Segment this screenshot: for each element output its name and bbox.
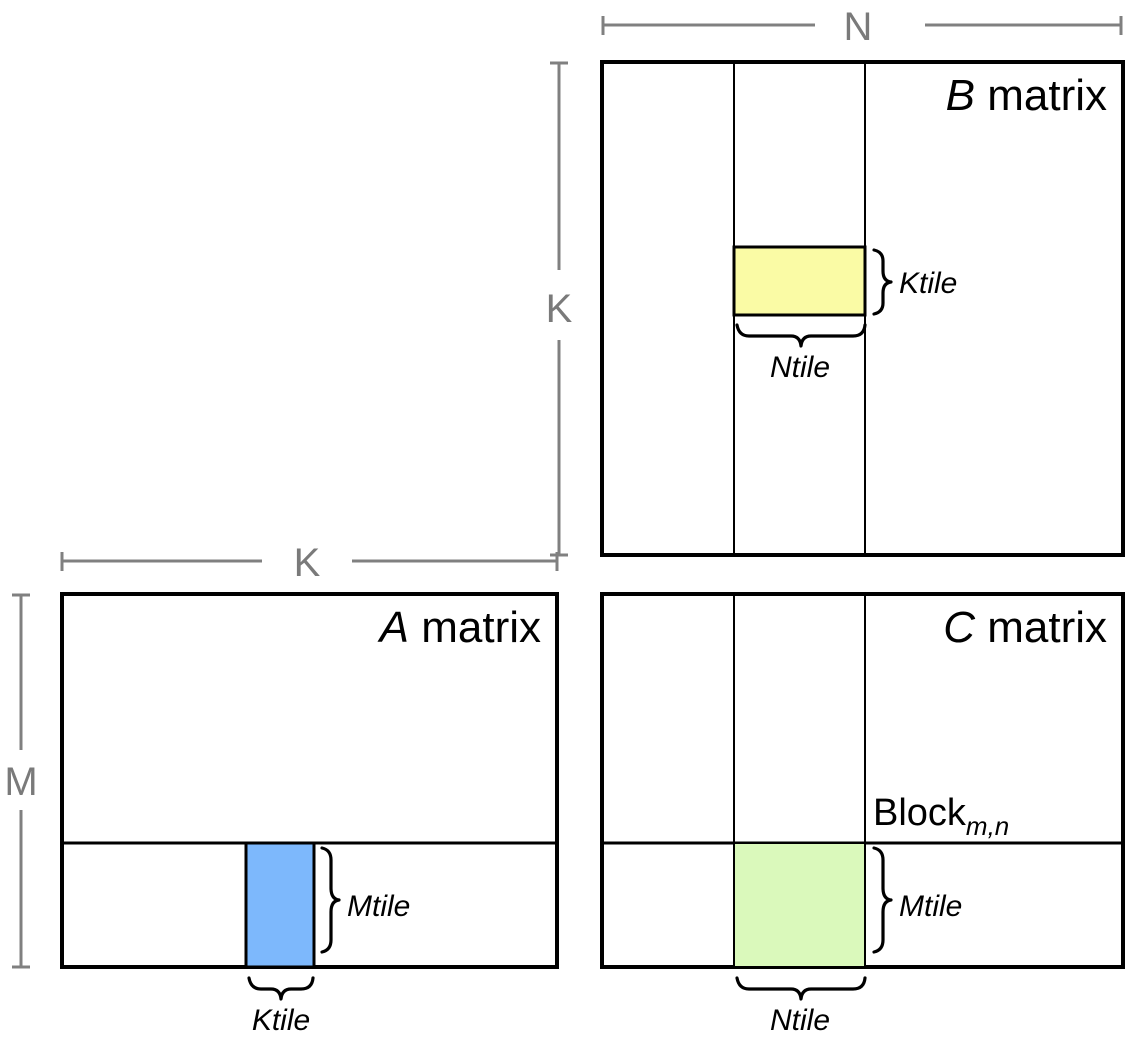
- c-matrix-label: C matrix: [943, 603, 1107, 652]
- c-matrix-block-label-main: Block: [873, 792, 967, 834]
- a-matrix-label-rest: matrix: [409, 603, 541, 652]
- dimension-m: M: [4, 593, 38, 969]
- a-matrix-mtile-label: Mtile: [347, 890, 410, 923]
- b-matrix-ntile-brace: Ntile: [735, 323, 867, 384]
- c-matrix-active-tile: [733, 842, 866, 968]
- b-matrix-ktile-brace: Ktile: [872, 248, 957, 316]
- a-matrix-label-italic: A: [377, 603, 409, 652]
- c-matrix-block-label: Blockm,n: [873, 792, 1009, 841]
- dimension-n-label: N: [844, 5, 873, 49]
- a-matrix-ktile-brace: Ktile: [247, 976, 315, 1037]
- b-matrix-active-tile: [732, 245, 867, 317]
- b-matrix-label-rest: matrix: [975, 71, 1107, 120]
- c-matrix-block-label-subscript: m,n: [966, 811, 1009, 841]
- a-matrix-mtile-brace: Mtile: [320, 846, 410, 954]
- c-matrix-ntile-label: Ntile: [770, 1004, 830, 1037]
- c-matrix-ntile-brace: Ntile: [735, 976, 867, 1037]
- dimension-k-horizontal: K: [60, 541, 559, 585]
- a-matrix-active-tile: [244, 841, 316, 969]
- dimension-n: N: [601, 5, 1123, 49]
- c-matrix-mtile-brace: Mtile: [872, 846, 962, 954]
- c-matrix-label-italic: C: [943, 603, 976, 652]
- dimension-k-vertical-label: K: [546, 287, 573, 331]
- c-matrix-label-rest: matrix: [975, 603, 1107, 652]
- dimension-k-horizontal-label: K: [294, 541, 321, 585]
- b-matrix: B matrix Ktile Ntile: [600, 60, 1125, 557]
- b-matrix-ntile-label: Ntile: [770, 351, 830, 384]
- a-matrix: A matrix Mtile Ktile: [60, 592, 559, 1037]
- b-matrix-label: B matrix: [946, 71, 1107, 120]
- dimension-k-vertical: K: [546, 61, 573, 557]
- c-matrix: C matrix Blockm,n Mtile Ntile: [600, 592, 1125, 1037]
- a-matrix-ktile-label: Ktile: [252, 1004, 310, 1037]
- c-matrix-mtile-label: Mtile: [899, 890, 962, 923]
- b-matrix-label-italic: B: [946, 71, 975, 120]
- dimension-m-label: M: [4, 760, 37, 804]
- a-matrix-label: A matrix: [377, 603, 541, 652]
- b-matrix-ktile-label: Ktile: [899, 267, 957, 300]
